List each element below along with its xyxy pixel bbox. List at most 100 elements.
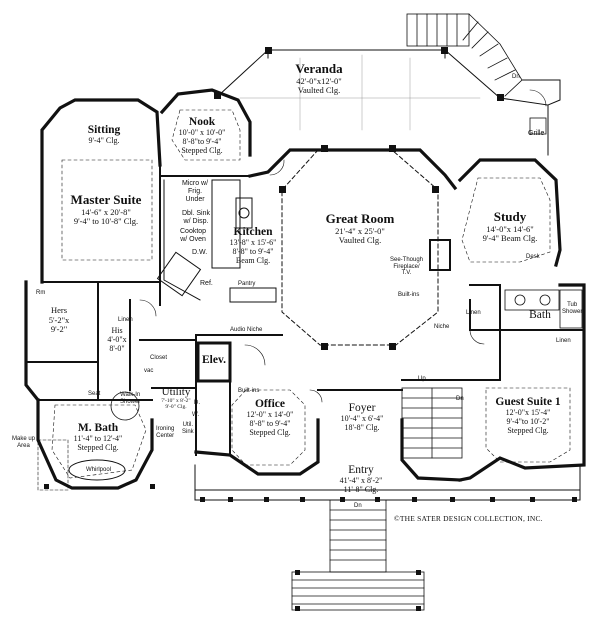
m-bath-ceiling: Stepped Clg. <box>77 442 119 452</box>
guest-suite-label: Guest Suite 1 12'-0"x 15'-4" 9'-4"to 10'… <box>490 396 566 436</box>
dbl-sink-line-1: Dbl. Sink <box>182 210 211 217</box>
copyright-text: ©THE SATER DESIGN COLLECTION, INC. <box>394 514 543 523</box>
cooktop-line-2: w/ Oven <box>180 235 206 243</box>
nook-clg2: Stepped Clg. <box>181 145 223 155</box>
his-label: His 4'-0"x 8'-0" <box>102 326 132 354</box>
entry-ceiling: 11'-8" Clg. <box>343 484 379 494</box>
vac-note: vac <box>144 368 154 374</box>
built-ins-note-2: Built-ins <box>238 388 260 394</box>
foyer-name: Foyer <box>348 402 376 414</box>
linen-note-3: Linen <box>118 317 133 323</box>
dn-note-2: Dn <box>456 396 464 402</box>
entry-name: Entry <box>348 464 374 476</box>
w-note: W. <box>192 412 199 418</box>
audio-niche-note: Audio Niche <box>230 327 263 333</box>
veranda-outline <box>217 49 549 156</box>
entry-dims: 41'-4" x 8'-2" <box>339 475 383 485</box>
office-dims: 12'-0" x 14'-0" <box>246 409 294 419</box>
bath-name: Bath <box>529 309 551 321</box>
kitchen-label: Kitchen 13'-8" x 15'-6" 8'-8" to 9'-4" B… <box>220 226 286 266</box>
great-room-label: Great Room 21'-4" x 25'-0" Vaulted Clg. <box>318 211 402 246</box>
his-dims2: 8'-0" <box>109 343 125 353</box>
office-name: Office <box>254 398 285 410</box>
kitchen-clg1: 8'-8" to 9'-4" <box>232 246 274 256</box>
micro-line-1: Micro w/ <box>182 180 209 187</box>
up-note: Up <box>418 376 426 382</box>
kitchen-clg2: Beam Clg. <box>235 255 271 265</box>
sitting-ceiling: 9'-4" Clg. <box>88 135 120 145</box>
sink-line: Sink <box>182 428 194 435</box>
great-room-name: Great Room <box>325 211 395 226</box>
utility-ceiling: 9'-0" Clg. <box>165 404 187 411</box>
utility-label: Utility 7'-10" x 8'-2" 9'-0" Clg. <box>154 386 198 411</box>
hers-dims1: 5'-2"x <box>48 314 70 325</box>
foyer-ceiling: 18'-8" Clg. <box>344 422 380 432</box>
study-name: Study <box>493 209 527 224</box>
study-ceiling: 9'-4" Beam Clg. <box>482 233 538 244</box>
fireplace-line-3: T.V. <box>401 270 412 277</box>
columns <box>44 47 577 611</box>
fireplace-line-1: See-Though <box>390 257 424 263</box>
hers-name: Hers <box>50 305 68 315</box>
dw-note: D.W. <box>192 249 208 256</box>
elev-label: Elev. <box>199 354 229 367</box>
entry-label: Entry 41'-4" x 8'-2" 11'-8" Clg. <box>330 464 392 495</box>
linen-note-2: Linen <box>556 338 571 344</box>
micro-note: Micro w/ Frig. Under <box>182 180 208 203</box>
nook-label: Nook 10'-0" x 10'-0" 8'-8"to 9'-4" Stepp… <box>170 116 234 156</box>
veranda-name: Veranda <box>295 61 343 76</box>
ironing-note: Ironing Center <box>156 426 174 439</box>
m-bath-dims: 11'-4" to 12'-4" <box>73 433 123 443</box>
walk-in-shower-note: Walk-In Shower <box>120 392 140 405</box>
make-up-line-2: Area <box>17 442 30 449</box>
desk-note: Desk <box>526 254 540 260</box>
micro-line-2: Frig. <box>188 187 203 195</box>
kitchen-counters <box>156 179 277 303</box>
seat-note: Seat <box>88 391 101 397</box>
nook-name: Nook <box>188 116 216 128</box>
study-dims: 14'-0"x 14'-6" <box>486 223 534 234</box>
micro-line-3: Under <box>185 195 205 203</box>
hers-label: Hers 5'-2"x 9'-2" <box>40 305 78 335</box>
foyer-dims: 10'-4" x 6'-4" <box>340 413 384 423</box>
tub-line: Tub <box>567 302 578 308</box>
whirlpool-tub <box>68 459 126 481</box>
closet-note: Closet <box>150 355 168 361</box>
elev-name: Elev. <box>202 354 226 366</box>
sitting-name: Sitting <box>87 124 121 136</box>
guest-suite-clg2: Stepped Clg. <box>507 425 549 435</box>
dbl-sink-note: Dbl. Sink w/ Disp. <box>182 210 210 226</box>
ironing-line-2: Center <box>156 432 175 439</box>
master-suite-dims: 14'-6" x 20'-8" <box>81 206 131 217</box>
whirlpool-note: Whirlpool <box>86 467 112 473</box>
m-bath-name: M. Bath <box>77 422 119 434</box>
office-clg1: 8'-8" to 9'-4" <box>249 418 291 428</box>
elevator-shaft <box>196 341 232 383</box>
guest-suite-dims: 12'-0"x 15'-4" <box>505 407 551 417</box>
nook-dims: 10'-0" x 10'-0" <box>178 127 226 137</box>
entry-porch <box>194 464 581 501</box>
interior-walls <box>25 164 585 456</box>
cooktop-line-1: Cooktop <box>180 228 207 235</box>
master-suite-name: Master Suite <box>70 192 142 207</box>
great-room-octagon <box>281 149 439 346</box>
util-line: Util. <box>182 422 193 428</box>
guest-suite-clg1: 9'-4"to 10'-2" <box>506 416 550 426</box>
kitchen-name: Kitchen <box>233 226 273 238</box>
master-suite-ceiling: 9'-4" to 10'-8" Clg. <box>73 216 139 227</box>
foyer-stair <box>401 387 463 459</box>
dn-note-1: Dn <box>512 74 520 80</box>
office-clg2: Stepped Clg. <box>249 427 291 437</box>
walk-in-line: Walk-In <box>120 392 141 398</box>
guest-suite-name: Guest Suite 1 <box>495 396 561 408</box>
shower-line: Shower <box>562 308 583 315</box>
foyer-label: Foyer 10'-4" x 6'-4" 18'-8" Clg. <box>335 402 389 433</box>
dbl-sink-line-2: w/ Disp. <box>183 217 209 225</box>
veranda-label: Veranda 42'-0"x12'-0" Vaulted Clg. <box>284 61 354 96</box>
utility-name: Utility <box>161 386 191 398</box>
nook-clg1: 8'-8"to 9'-4" <box>182 136 222 146</box>
master-suite-label: Master Suite 14'-6" x 20'-8" 9'-4" to 10… <box>62 192 150 227</box>
make-up-line-1: Make up <box>12 436 36 442</box>
niche-note: Niche <box>434 324 450 330</box>
